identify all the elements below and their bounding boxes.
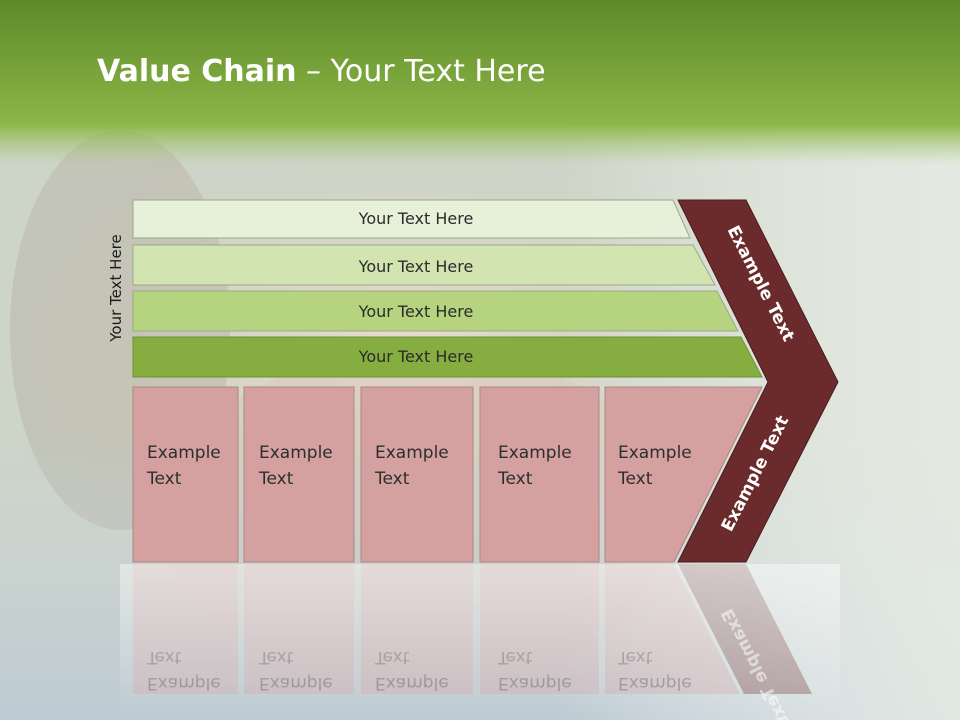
box-5-line-2: Text: [617, 469, 653, 489]
row-3-label: Your Text Here: [358, 302, 474, 321]
margin-chevron: [677, 199, 839, 563]
activity-box-2: [243, 386, 355, 563]
box-3-line-2: Text: [374, 469, 410, 489]
row-2: [132, 244, 716, 286]
row-1-label: Your Text Here: [358, 209, 474, 228]
row-4: [132, 336, 763, 378]
title-rest: – Your Text Here: [296, 54, 546, 89]
box-3-line-1: Example: [375, 443, 449, 463]
box-1-line-1: Example: [147, 443, 221, 463]
box-4-line-2: Text: [497, 469, 533, 489]
row-4-label: Your Text Here: [358, 347, 474, 366]
box-2-line-2: Text: [258, 469, 294, 489]
row-2-label: Your Text Here: [358, 257, 474, 276]
box-2-line-1: Example: [259, 443, 333, 463]
row-1: [132, 199, 691, 239]
title-bold: Value Chain: [97, 54, 297, 89]
box-4-line-1: Example: [498, 443, 572, 463]
activity-box-4: [479, 386, 600, 563]
activity-box-1: [132, 386, 239, 563]
box-1-line-2: Text: [146, 469, 182, 489]
activity-box-5: [604, 386, 763, 563]
reflection-fade: [120, 564, 840, 720]
box-5-line-1: Example: [618, 443, 692, 463]
page-title: Value Chain – Your Text Here: [97, 54, 546, 89]
activity-box-3: [360, 386, 474, 563]
row-3: [132, 290, 739, 332]
